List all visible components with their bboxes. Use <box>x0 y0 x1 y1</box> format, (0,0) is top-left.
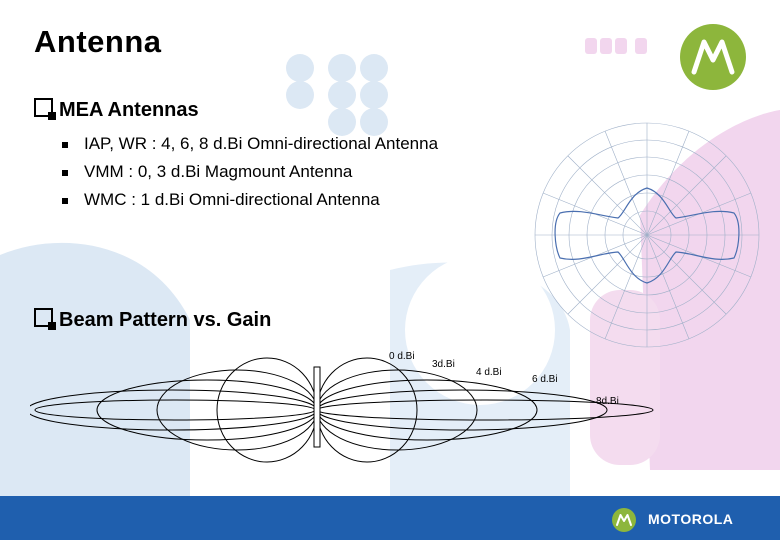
beam-lobe-6dbi-right <box>316 389 608 431</box>
gain-label-8dbi: 8d.Bi <box>596 396 619 407</box>
beam-pattern-diagram <box>30 357 654 463</box>
footer-bar <box>0 496 780 540</box>
footer-brand: MOTOROLA <box>648 511 734 527</box>
gain-label-4dbi: 4 d.Bi <box>476 367 502 378</box>
section-beam-pattern: Beam Pattern vs. Gain <box>34 308 271 332</box>
gain-label-6dbi: 6 d.Bi <box>532 374 558 385</box>
beam-lobe-0dbi-right <box>316 357 418 463</box>
slide-title: Antenna <box>34 24 162 59</box>
antenna-mast <box>313 366 321 448</box>
beam-lobe-4dbi-right <box>316 379 538 441</box>
beam-lobe-3dbi-right <box>316 369 478 451</box>
beam-lobe-8dbi-left <box>34 399 316 421</box>
square-bullet-icon <box>62 141 68 148</box>
beam-lobe-6dbi-left <box>30 389 318 431</box>
polar-radiation-chart-icon <box>534 122 760 348</box>
square-bullet-icon <box>62 169 68 176</box>
checkbox-bullet-icon <box>34 98 56 120</box>
beam-lobe-4dbi-left <box>96 379 318 441</box>
list-item: VMM : 0, 3 d.Bi Magmount Antenna <box>62 158 438 186</box>
antenna-list: IAP, WR : 4, 6, 8 d.Bi Omni-directional … <box>62 130 438 214</box>
list-item: WMC : 1 d.Bi Omni-directional Antenna <box>62 186 438 214</box>
section-heading: MEA Antennas <box>59 99 199 121</box>
section-mea-antennas: MEA Antennas <box>34 98 199 122</box>
beam-lobe-3dbi-left <box>156 369 318 451</box>
section-heading: Beam Pattern vs. Gain <box>59 309 272 331</box>
motorola-logo-icon <box>680 24 746 90</box>
motorola-logo-icon <box>612 508 636 532</box>
beam-lobe-0dbi-left <box>216 357 318 463</box>
checkbox-bullet-icon <box>34 308 56 330</box>
gain-label-0dbi: 0 d.Bi <box>389 351 415 362</box>
gain-label-3dbi: 3d.Bi <box>432 359 455 370</box>
square-bullet-icon <box>62 197 68 204</box>
list-item: IAP, WR : 4, 6, 8 d.Bi Omni-directional … <box>62 130 438 158</box>
